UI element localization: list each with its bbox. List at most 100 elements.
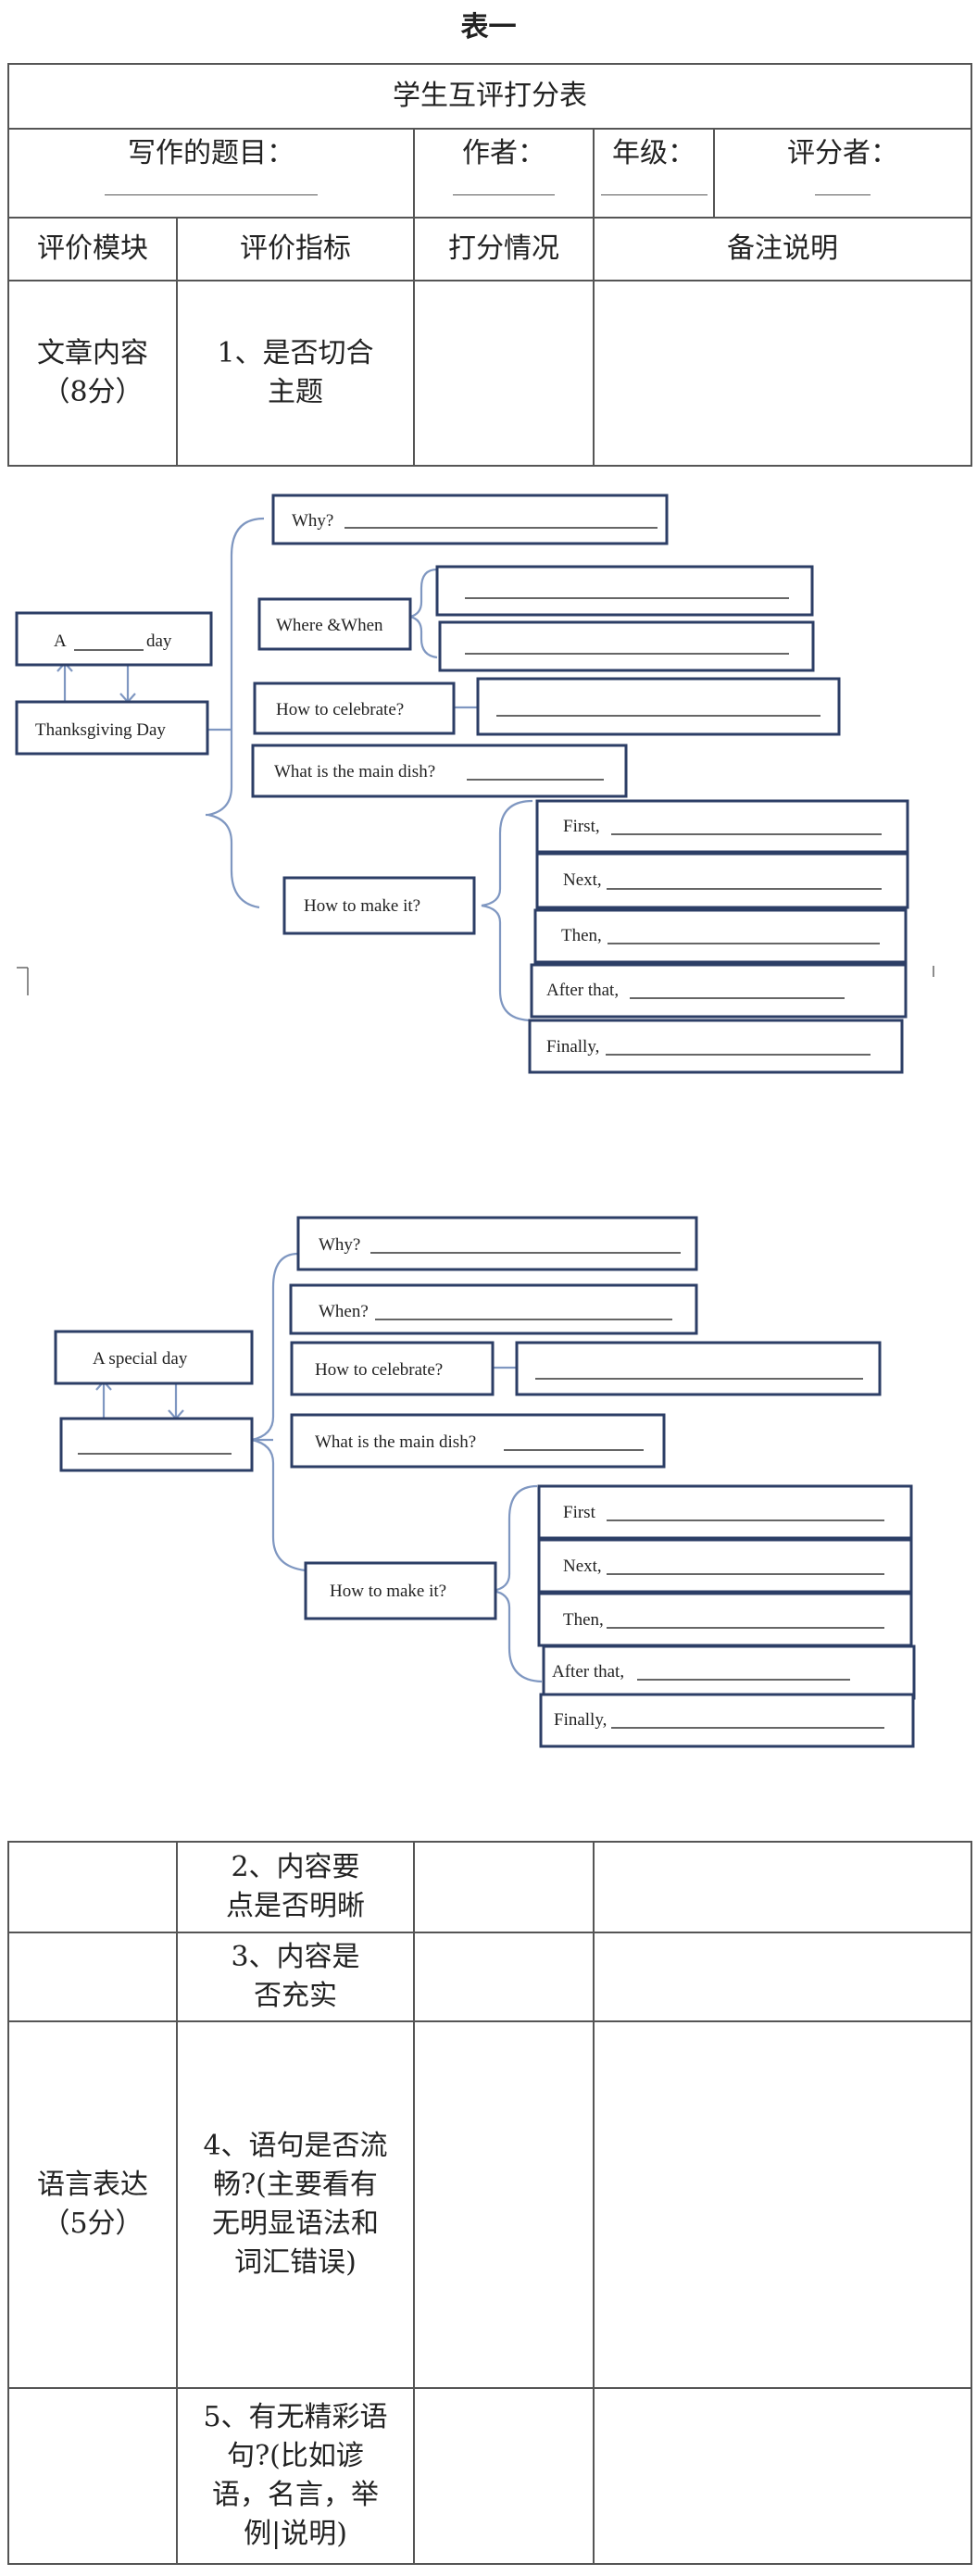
indicator-3-cell: 3、内容是否充实 bbox=[176, 1932, 415, 2022]
score-3-cell[interactable] bbox=[413, 1932, 595, 2022]
where-when-box: Where &When bbox=[257, 597, 412, 651]
header-score: 打分情况 bbox=[413, 217, 595, 281]
main-dish-box[interactable]: What is the main dish? bbox=[290, 1413, 666, 1469]
how-celebrate-box: How to celebrate? bbox=[290, 1341, 495, 1396]
grade-blank[interactable] bbox=[600, 193, 708, 195]
notes-4-cell[interactable] bbox=[593, 2020, 972, 2389]
indicator-1-cell: 1、是否切合主题 bbox=[176, 280, 415, 467]
a-day-box[interactable]: A day bbox=[15, 611, 213, 667]
how-celebrate-box: How to celebrate? bbox=[253, 682, 456, 735]
how-celebrate-label: How to celebrate? bbox=[315, 1360, 443, 1380]
step-first-box[interactable]: First bbox=[537, 1484, 913, 1540]
step-next-label: Next, bbox=[563, 870, 602, 890]
step-next-label: Next, bbox=[563, 1557, 602, 1576]
a-day-suffix: day bbox=[146, 631, 172, 651]
grade-cell: 年级： bbox=[593, 128, 715, 219]
why-box[interactable]: Why? bbox=[271, 494, 669, 545]
module-content-cell: 文章内容（8分） bbox=[7, 280, 178, 467]
author-label: 作者： bbox=[462, 137, 545, 169]
peer-review-table-continued: 2、内容要点是否明晰 3、内容是否充实 语言表达（5分） 4、语句是否流畅?(主… bbox=[7, 1841, 972, 2565]
main-dish-box[interactable]: What is the main dish? bbox=[251, 744, 628, 798]
rater-blank[interactable] bbox=[815, 193, 871, 195]
step-after-box[interactable]: After that, bbox=[530, 963, 908, 1019]
step-after-label: After that, bbox=[552, 1662, 624, 1682]
indicator-5: 5、有无精彩语句?(比如谚语，名言，举例|说明) bbox=[203, 2401, 388, 2550]
how-make-label: How to make it? bbox=[304, 896, 420, 916]
notes-1-cell[interactable] bbox=[593, 280, 972, 467]
thanksgiving-label: Thanksgiving Day bbox=[35, 720, 166, 740]
why-box[interactable]: Why? bbox=[296, 1216, 698, 1271]
header-module: 评价模块 bbox=[7, 217, 178, 281]
score-5-cell[interactable] bbox=[413, 2387, 595, 2565]
celebrate-answer-box[interactable] bbox=[476, 677, 841, 736]
step-then-label: Then, bbox=[563, 1610, 604, 1630]
step-finally-label: Finally, bbox=[554, 1710, 607, 1730]
mind-map-special-day: Why? When? A special day How to celebrat… bbox=[54, 1216, 916, 1748]
how-make-label: How to make it? bbox=[330, 1582, 446, 1601]
special-day-label: A special day bbox=[93, 1349, 188, 1369]
main-dish-label: What is the main dish? bbox=[315, 1432, 476, 1452]
score-4-cell[interactable] bbox=[413, 2020, 595, 2389]
main-dish-label: What is the main dish? bbox=[274, 762, 435, 782]
module-cell-3 bbox=[7, 1932, 178, 2022]
when-label: When? bbox=[319, 1302, 369, 1321]
table-title: 学生互评打分表 bbox=[7, 63, 972, 130]
indicator-2-cell: 2、内容要点是否明晰 bbox=[176, 1841, 415, 1933]
module-language-cell: 语言表达（5分） bbox=[7, 2020, 178, 2389]
grade-label: 年级： bbox=[612, 137, 695, 169]
peer-review-table: 学生互评打分表 写作的题目： 作者： 年级： 评分者： 评价模块 评价指标 打分… bbox=[7, 63, 972, 467]
step-finally-box[interactable]: Finally, bbox=[528, 1019, 904, 1074]
score-1-cell[interactable] bbox=[413, 280, 595, 467]
author-cell: 作者： bbox=[413, 128, 595, 219]
rater-cell: 评分者： bbox=[713, 128, 972, 219]
step-then-label: Then, bbox=[561, 926, 602, 945]
author-blank[interactable] bbox=[453, 193, 555, 195]
how-make-box: How to make it? bbox=[282, 876, 476, 935]
topic-cell: 写作的题目： bbox=[7, 128, 415, 219]
mind-map-thanksgiving: Why? Where &When A day Thanksgiving Day … bbox=[15, 494, 934, 1074]
special-day-box: A special day bbox=[54, 1330, 254, 1385]
when-box[interactable]: When? bbox=[289, 1283, 698, 1335]
indicator-3: 3、内容是否充实 bbox=[231, 1941, 360, 2012]
step-finally-box[interactable]: Finally, bbox=[539, 1693, 915, 1748]
step-first-box[interactable]: First, bbox=[535, 799, 909, 854]
indicator-1: 1、是否切合主题 bbox=[217, 337, 374, 408]
where-when-label: Where &When bbox=[276, 616, 383, 635]
indicator-2: 2、内容要点是否明晰 bbox=[226, 1851, 365, 1922]
how-celebrate-label: How to celebrate? bbox=[276, 700, 404, 719]
module-language: 语言表达（5分） bbox=[37, 2169, 148, 2240]
document-title: 表一 bbox=[460, 11, 517, 44]
indicator-4: 4、语句是否流畅?(主要看有无明显语法和词汇错误) bbox=[203, 2130, 388, 2279]
header-notes: 备注说明 bbox=[593, 217, 972, 281]
module-content: 文章内容（8分） bbox=[37, 337, 148, 408]
notes-2-cell[interactable] bbox=[593, 1841, 972, 1933]
step-after-label: After that, bbox=[546, 981, 619, 1000]
score-2-cell[interactable] bbox=[413, 1841, 595, 1933]
step-finally-label: Finally, bbox=[546, 1037, 599, 1057]
notes-3-cell[interactable] bbox=[593, 1932, 972, 2022]
module-cell-5 bbox=[7, 2387, 178, 2565]
topic-label: 写作的题目： bbox=[128, 137, 294, 169]
step-first-label: First, bbox=[563, 817, 600, 836]
why-label: Why? bbox=[292, 511, 333, 531]
topic-blank[interactable] bbox=[105, 193, 318, 195]
step-next-box[interactable]: Next, bbox=[537, 1538, 913, 1594]
step-after-box[interactable]: After that, bbox=[542, 1644, 916, 1700]
notes-5-cell[interactable] bbox=[593, 2387, 972, 2565]
day-name-box[interactable] bbox=[59, 1417, 254, 1472]
step-then-box[interactable]: Then, bbox=[533, 908, 908, 964]
a-day-prefix: A bbox=[54, 631, 67, 651]
indicator-4-cell: 4、语句是否流畅?(主要看有无明显语法和词汇错误) bbox=[176, 2020, 415, 2389]
when-answer-box[interactable] bbox=[438, 620, 815, 672]
how-make-box: How to make it? bbox=[304, 1561, 497, 1620]
header-indicator: 评价指标 bbox=[176, 217, 415, 281]
thanksgiving-box: Thanksgiving Day bbox=[15, 700, 209, 756]
step-next-box[interactable]: Next, bbox=[535, 852, 909, 909]
module-cell-2 bbox=[7, 1841, 178, 1933]
indicator-5-cell: 5、有无精彩语句?(比如谚语，名言，举例|说明) bbox=[176, 2387, 415, 2565]
step-first-label: First bbox=[563, 1503, 596, 1522]
rater-label: 评分者： bbox=[787, 137, 898, 169]
celebrate-answer-box[interactable] bbox=[515, 1341, 882, 1396]
step-then-box[interactable]: Then, bbox=[537, 1592, 913, 1647]
where-answer-box[interactable] bbox=[435, 565, 814, 617]
